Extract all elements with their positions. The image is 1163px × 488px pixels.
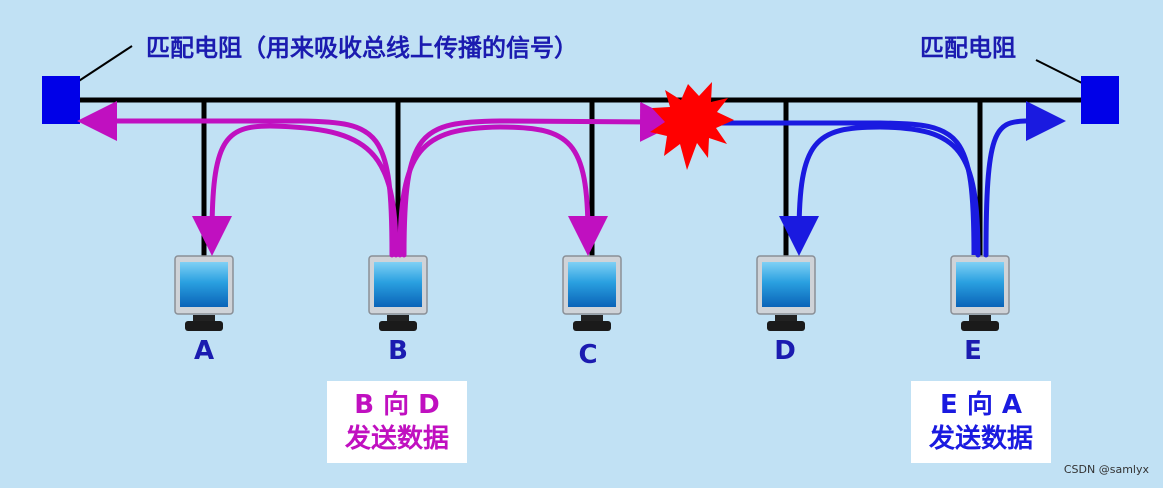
watermark: CSDN @samlyx (1063, 463, 1149, 476)
right-terminator (1081, 76, 1119, 124)
node-label-b: B (388, 336, 408, 366)
signal-b-paths (77, 101, 680, 258)
node-label-e: E (964, 336, 982, 366)
message-e-line1: E 向 A (940, 390, 1022, 420)
message-e-line2: 发送数据 (928, 424, 1033, 454)
node-label-c: C (578, 340, 598, 370)
left-terminator-label: 匹配电阻（用来吸收总线上传播的信号） (146, 34, 578, 62)
message-box-b-to-d: B 向 D 发送数据 (327, 381, 467, 463)
computer-c (562, 255, 622, 331)
node-label-d: D (774, 336, 796, 366)
collision-burst-icon (650, 82, 734, 170)
node-label-a: A (193, 336, 215, 366)
message-b-line2: 发送数据 (344, 424, 449, 454)
computer-e (950, 255, 1010, 331)
message-b-line1: B 向 D (354, 390, 440, 420)
message-box-e-to-a: E 向 A 发送数据 (911, 381, 1051, 463)
computer-b (368, 255, 428, 331)
computer-a (174, 255, 234, 331)
right-terminator-label: 匹配电阻 (920, 34, 1016, 62)
signal-e-paths (718, 101, 1066, 258)
computer-d (756, 255, 816, 331)
left-terminator (42, 76, 80, 124)
